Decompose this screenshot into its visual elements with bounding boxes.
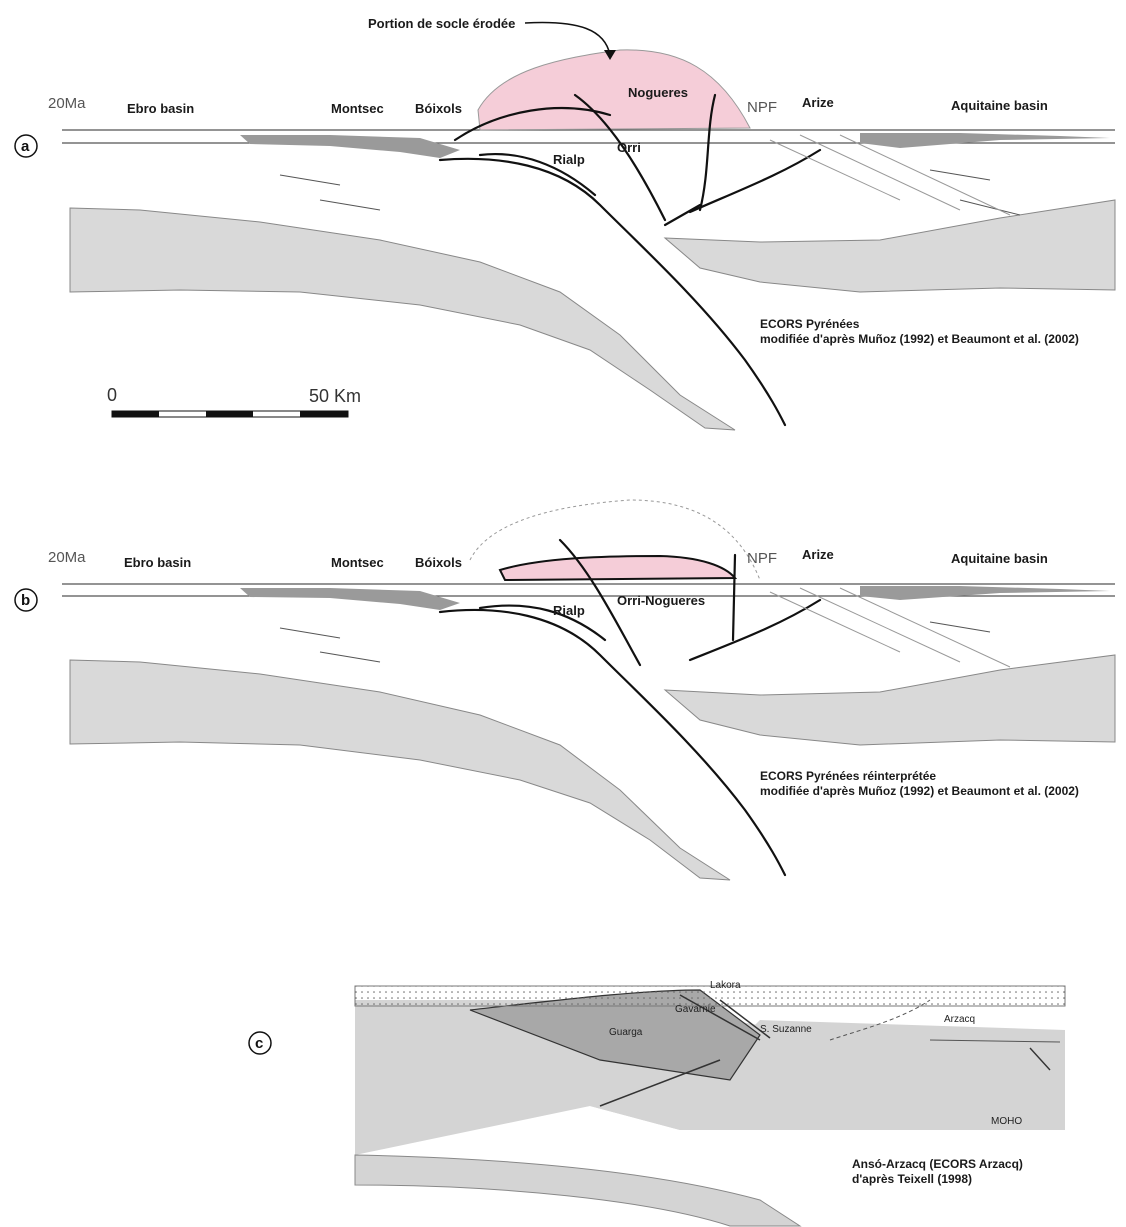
panel-c-gavarnie-label: Gavarnie bbox=[675, 1004, 716, 1015]
panel-c-suzanne-label: S. Suzanne bbox=[760, 1024, 812, 1035]
panel-b-marker: b bbox=[21, 592, 30, 609]
panel-a-lower-crust bbox=[70, 208, 735, 430]
panel-b-lower-crust bbox=[70, 660, 730, 880]
scale-end: 50 Km bbox=[309, 386, 361, 406]
panel-a-right-crust bbox=[665, 200, 1115, 292]
panel-b-ebro-label: Ebro basin bbox=[124, 555, 191, 570]
panel-b-rialp-label: Rialp bbox=[553, 603, 585, 618]
panel-a-ebro-label: Ebro basin bbox=[127, 101, 194, 116]
panel-b-npf-label: NPF bbox=[747, 550, 777, 567]
panel-b-caption-line1: ECORS Pyrénées réinterprétée bbox=[760, 769, 936, 783]
panel-b-orri-nogueres-label: Orri-Nogueres bbox=[617, 593, 705, 608]
panel-a-nogueres-label: Nogueres bbox=[628, 85, 688, 100]
panel-c-marker: c bbox=[255, 1035, 263, 1052]
panel-a-ebro-basin-fill bbox=[240, 135, 460, 158]
eroded-basement-label: Portion de socle érodée bbox=[368, 16, 515, 31]
panel-a-aquitaine-label: Aquitaine basin bbox=[951, 98, 1048, 113]
panel-a-aquitaine-basin-fill bbox=[860, 133, 1110, 148]
panel-a-eroded-basement bbox=[478, 50, 750, 130]
panel-b-montsec-label: Montsec bbox=[331, 555, 384, 570]
panel-b-boixols-label: Bóixols bbox=[415, 555, 462, 570]
panel-c-moho-label: MOHO bbox=[991, 1116, 1022, 1127]
panel-a-npf-label: NPF bbox=[747, 99, 777, 116]
panel-c-guarga-label: Guarga bbox=[609, 1027, 643, 1038]
scale-bar: 0 50 Km bbox=[107, 385, 361, 417]
panel-a-montsec-label: Montsec bbox=[331, 101, 384, 116]
panel-c-lakora-label: Lakora bbox=[710, 980, 741, 991]
panel-c-arzacq-label: Arzacq bbox=[944, 1014, 975, 1025]
panel-a-boixols-label: Bóixols bbox=[415, 101, 462, 116]
panel-a-age: 20Ma bbox=[48, 95, 86, 112]
panel-b-caption-line2: modifiée d'après Muñoz (1992) et Beaumon… bbox=[760, 784, 1079, 798]
panel-c-caption-line1: Ansó-Arzacq (ECORS Arzacq) bbox=[852, 1157, 1023, 1171]
panel-c-caption-line2: d'après Teixell (1998) bbox=[852, 1172, 972, 1186]
panel-a-arize-label: Arize bbox=[802, 95, 834, 110]
panel-c-mantle-slab bbox=[355, 1155, 800, 1226]
panel-b-orri-nogueres-slab bbox=[500, 556, 735, 580]
panel-a-orri-label: Orri bbox=[617, 140, 641, 155]
panel-a-marker: a bbox=[21, 138, 30, 155]
panel-b-aquitaine-label: Aquitaine basin bbox=[951, 551, 1048, 566]
scale-start: 0 bbox=[107, 385, 117, 405]
panel-a-caption-line1: ECORS Pyrénées bbox=[760, 317, 860, 331]
panel-b-age: 20Ma bbox=[48, 549, 86, 566]
panel-b-right-crust bbox=[665, 655, 1115, 745]
panel-a-rialp-label: Rialp bbox=[553, 152, 585, 167]
panel-a-caption-line2: modifiée d'après Muñoz (1992) et Beaumon… bbox=[760, 332, 1079, 346]
panel-b-arize-label: Arize bbox=[802, 547, 834, 562]
